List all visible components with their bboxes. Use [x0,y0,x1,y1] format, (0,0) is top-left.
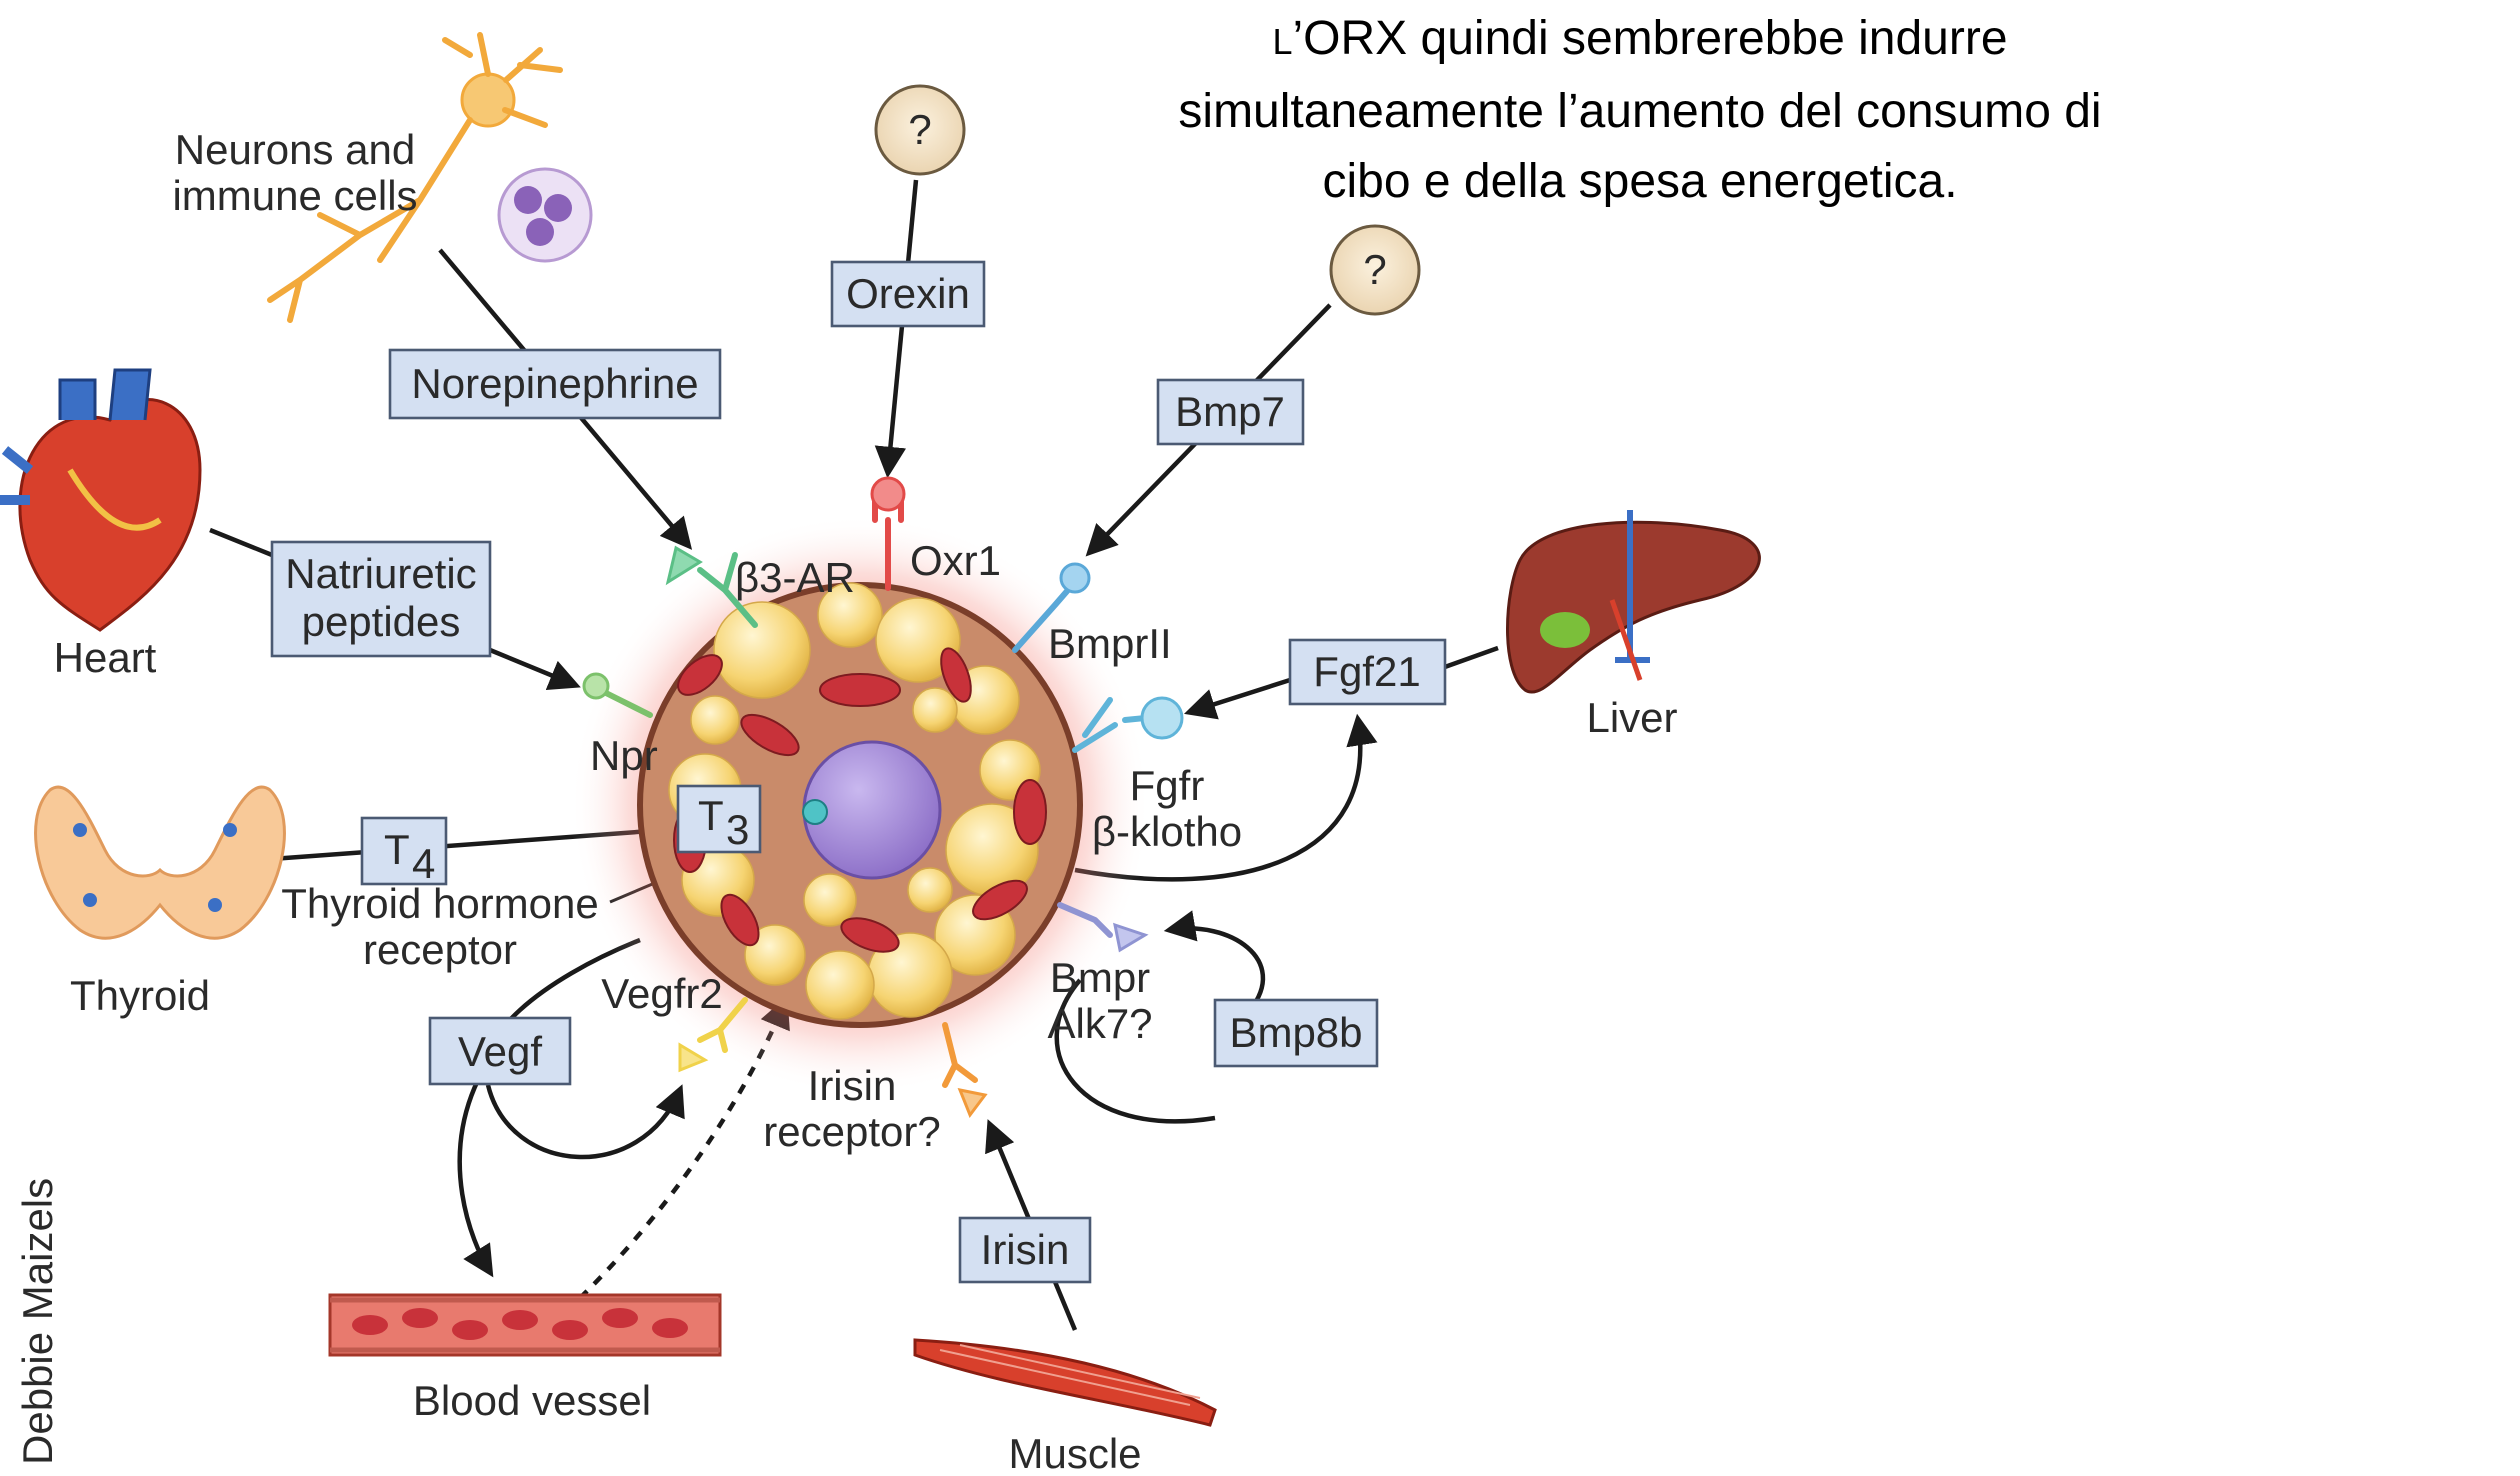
npr-receptor [582,672,653,718]
box-irisin: Irisin [958,1216,1092,1284]
bmprii-receptor [1012,562,1091,653]
fgfr-receptor [1072,696,1184,753]
arrow-heart-natriuretic [209,527,273,558]
svg-text:4: 4 [412,840,435,887]
label-thyroid-receptor: receptor [363,926,517,973]
box-fgf21: Fgf21 [1288,638,1447,706]
label-vegfr2: Vegfr2 [601,970,722,1017]
box-bmp8b: Bmp8b [1213,998,1379,1068]
bmpr-receptor [1057,902,1149,953]
unknown-source-top: ? [874,84,966,176]
label-fgfr: Fgfr [1130,762,1205,809]
arrow-natriuretic-npr [489,647,581,690]
unknown-label-2: ? [1363,246,1386,293]
unknown-label-1: ? [908,106,931,153]
connectors [209,179,1499,1331]
svg-text:Bmp8b: Bmp8b [1229,1009,1362,1056]
box-bmp7: Bmp7 [1156,378,1305,446]
arrow-bmp8b-loop [1163,910,1266,1012]
arrow-fgfr-fgf21 [1074,713,1378,882]
label-heart: Heart [54,634,157,681]
svg-text:Bmp7: Bmp7 [1175,388,1285,435]
arrow-vegf-vegfr2 [485,1084,685,1160]
arrow-liver-fgf21 [1441,645,1499,671]
box-norepinephrine: Norepinephrine [388,348,722,420]
label-thyroid-hormone: Thyroid hormone [281,880,598,927]
caption-line-1: L’ORX quindi sembrerebbe indurre [1040,4,2240,77]
caption-first-letter: L [1272,21,1293,62]
box-t4: T 4 [360,816,448,887]
label-neurons: Neurons and [175,126,416,173]
svg-text:T: T [384,826,410,873]
heart-illustration [0,368,202,632]
svg-text:Natriuretic: Natriuretic [285,550,476,597]
label-bmpr: Bmpr [1050,954,1150,1001]
muscle-illustration [913,1338,1217,1427]
liver-illustration [1506,510,1761,694]
label-bmprii: BmprII [1048,620,1172,667]
neuron-illustration [267,32,563,323]
label-irisin-receptor-2: receptor? [763,1108,940,1155]
svg-text:Irisin: Irisin [981,1226,1070,1273]
svg-text:Norepinephrine: Norepinephrine [411,360,698,407]
thyroid-hormone-receptor-dot [802,799,828,825]
arrow-bloodvessel-cell [578,996,790,1300]
label-irisin-receptor-1: Irisin [808,1062,897,1109]
box-t3: T 3 [676,784,762,854]
unknown-source-right: ? [1329,224,1421,316]
immune-cell-illustration [497,167,593,263]
credit-label: Debbie Maizels [14,1178,61,1465]
receptors [582,476,1184,1119]
caption-line-3: cibo e della spesa energetica. [1322,155,1958,208]
caption: L’ORX quindi sembrerebbe indurre simulta… [1040,4,2240,217]
b3ar-receptor [665,545,758,628]
box-natriuretic-peptides: Natriuretic peptides [270,540,492,658]
label-muscle: Muscle [1008,1430,1141,1471]
oxr1-receptor [870,476,906,591]
vegfr2-receptor [678,997,748,1073]
arrow-vegf-bloodvessel [457,1079,494,1278]
label-alk7: Alk7? [1047,1000,1152,1047]
label-beta-klotho: β-klotho [1092,808,1242,855]
thyroid-illustration [34,785,286,940]
caption-line-2: simultaneamente l’aumento del consumo di [1178,85,2102,138]
label-b3ar: β3-AR [735,554,855,601]
label-npr: Npr [590,732,658,779]
label-immune-cells: immune cells [172,172,417,219]
svg-text:Vegf: Vegf [458,1028,542,1075]
svg-text:3: 3 [726,806,749,853]
box-orexin: Orexin [830,260,986,328]
arrow-fgf21-fgfr [1183,677,1291,720]
label-blood-vessel: Blood vessel [413,1377,651,1424]
svg-text:Fgf21: Fgf21 [1313,648,1420,695]
label-oxr1: Oxr1 [910,537,1001,584]
irisin-receptor [942,1022,988,1119]
label-thyroid: Thyroid [70,972,210,1019]
label-liver: Liver [1586,694,1677,741]
caption-line-1-text: ’ORX quindi sembrerebbe indurre [1292,12,2008,65]
svg-text:peptides: peptides [302,598,461,645]
svg-text:Orexin: Orexin [846,270,970,317]
svg-text:T: T [698,792,724,839]
adipocyte-cell [570,515,1150,1095]
box-vegf: Vegf [428,1016,572,1086]
blood-vessel-illustration [328,1293,722,1357]
